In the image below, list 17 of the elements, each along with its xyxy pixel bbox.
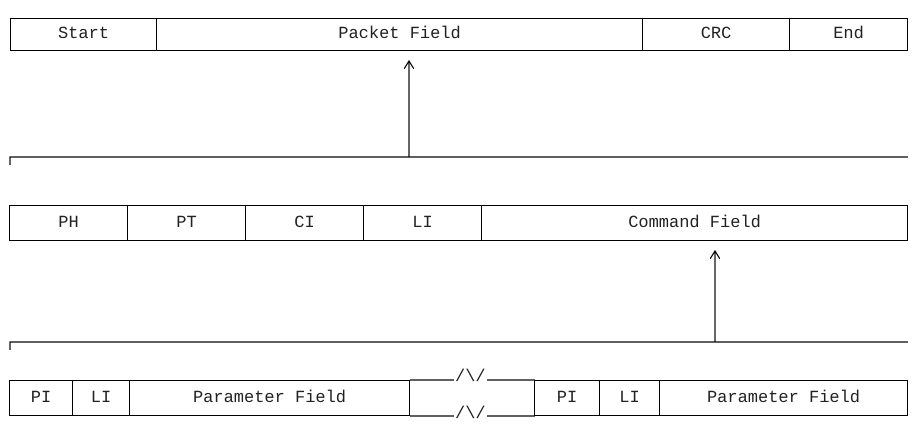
arrow [403, 60, 415, 147]
field-box: PI [9, 380, 73, 416]
field-box: LI [363, 205, 482, 241]
field-box: LI [599, 380, 660, 416]
field-box: Parameter Field [129, 380, 410, 416]
field-box: PH [9, 205, 128, 241]
field-box: PI [534, 380, 600, 416]
field-box: Command Field [481, 205, 908, 241]
field-box: Start [10, 18, 157, 51]
field-box: CI [245, 205, 364, 241]
field-box: Packet Field [156, 18, 643, 51]
field-box: Parameter Field [659, 380, 908, 416]
field-box: End [789, 18, 908, 51]
field-box: LI [72, 380, 130, 416]
field-box: CRC [642, 18, 790, 51]
field-box: PT [127, 205, 246, 241]
arrow [709, 250, 721, 332]
